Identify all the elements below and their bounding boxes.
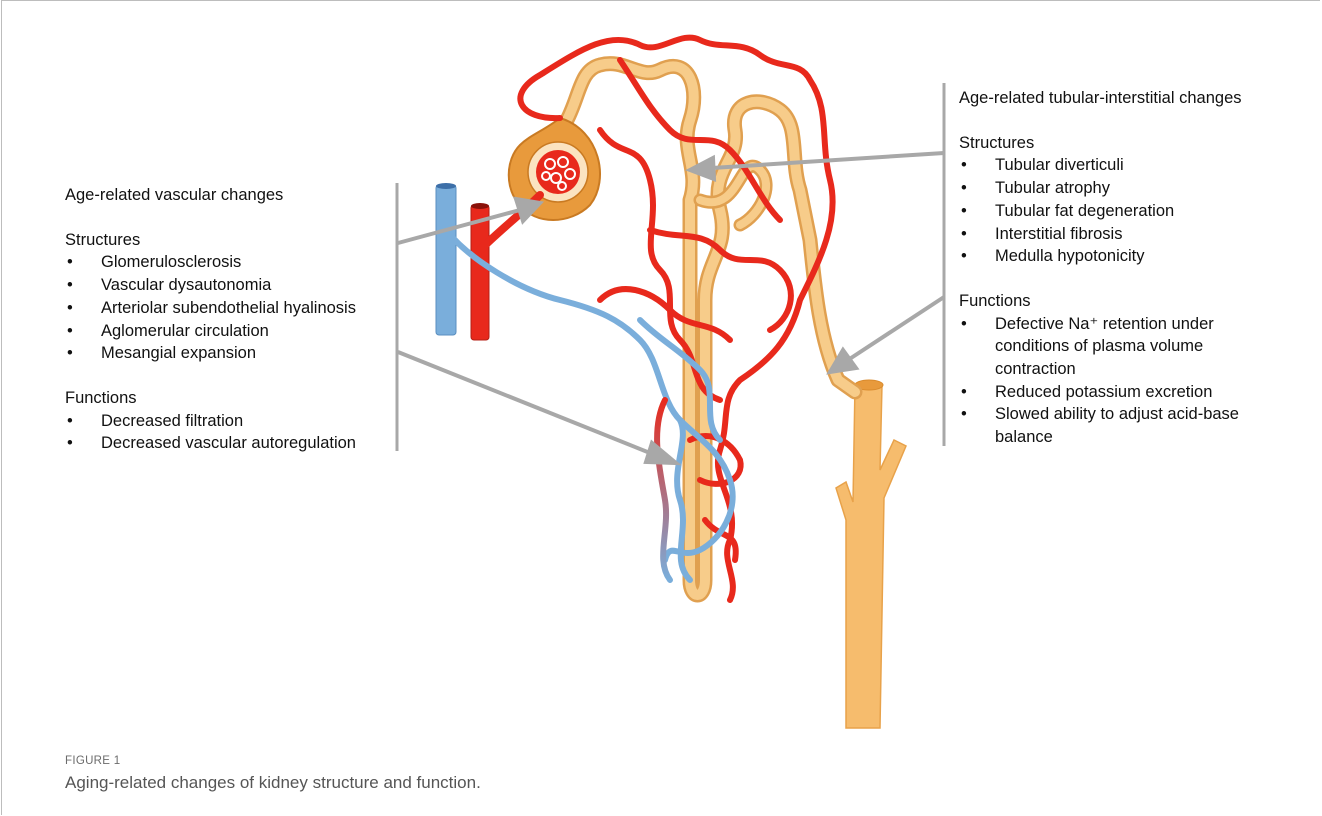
list-item: Arteriolar subendothelial hyalinosis: [65, 297, 395, 320]
figure-label: FIGURE 1: [65, 755, 120, 767]
left-structures-list: Glomerulosclerosis Vascular dysautonomia…: [65, 251, 395, 365]
right-structures-heading: Structures: [959, 132, 1299, 155]
collecting-duct: [836, 380, 906, 728]
right-structures-list: Tubular diverticuli Tubular atrophy Tubu…: [959, 154, 1299, 268]
list-item: Decreased vascular autoregulation: [65, 432, 395, 455]
list-item: Tubular diverticuli: [959, 154, 1299, 177]
list-item: Interstitial fibrosis: [959, 223, 1299, 246]
renal-vein: [436, 183, 456, 335]
list-item: Decreased filtration: [65, 410, 395, 433]
left-panel-title: Age-related vascular changes: [65, 184, 395, 207]
list-item: Defective Na⁺ retention under conditions…: [959, 313, 1269, 381]
list-item: Aglomerular circulation: [65, 320, 395, 343]
list-item: Medulla hypotonicity: [959, 245, 1299, 268]
list-item: Glomerulosclerosis: [65, 251, 395, 274]
capillary-network: [446, 38, 833, 600]
left-functions-list: Decreased filtration Decreased vascular …: [65, 410, 395, 455]
list-item: Tubular fat degeneration: [959, 200, 1299, 223]
right-functions-list: Defective Na⁺ retention under conditions…: [959, 313, 1269, 449]
list-item: Mesangial expansion: [65, 342, 395, 365]
figure-caption: Aging-related changes of kidney structur…: [65, 773, 481, 793]
right-annotation-panel: Age-related tubular-interstitial changes…: [959, 87, 1299, 449]
list-item: Reduced potassium excretion: [959, 381, 1269, 404]
right-panel-title: Age-related tubular-interstitial changes: [959, 87, 1299, 110]
left-functions-heading: Functions: [65, 387, 395, 410]
right-functions-heading: Functions: [959, 290, 1299, 313]
left-annotation-panel: Age-related vascular changes Structures …: [65, 184, 395, 455]
list-item: Slowed ability to adjust acid-base balan…: [959, 403, 1269, 448]
list-item: Vascular dysautonomia: [65, 274, 395, 297]
list-item: Tubular atrophy: [959, 177, 1299, 200]
left-structures-heading: Structures: [65, 229, 395, 252]
